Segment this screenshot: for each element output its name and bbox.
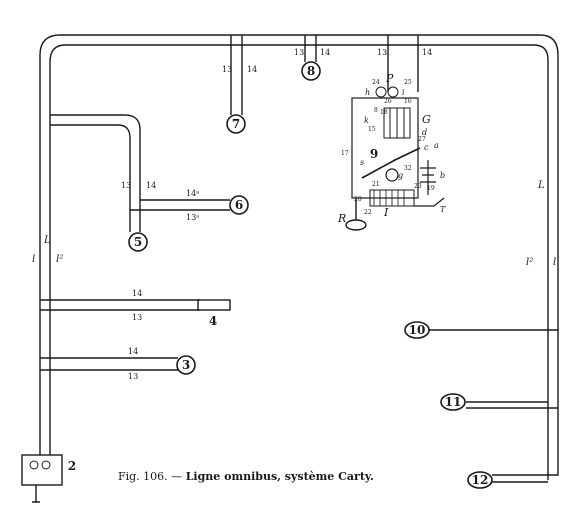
station-11-circle: [440, 393, 466, 411]
hook-lever: [361, 147, 421, 179]
station-8-circle: [301, 61, 321, 81]
apparatus-label-16: 16: [404, 98, 412, 105]
apparatus-label-G: G: [422, 113, 431, 126]
station-label-5: 5: [134, 235, 142, 249]
station-3-circle: [176, 355, 196, 375]
apparatus-label-c: c: [424, 143, 429, 152]
station-10-circle: [404, 321, 430, 339]
caption-dash: —: [167, 470, 186, 483]
wire-label-14-b3: 14: [128, 347, 138, 356]
line-label-L-left: L: [43, 235, 51, 246]
apparatus-label-24: 24: [372, 79, 380, 86]
apparatus-label-25: 25: [404, 79, 412, 86]
station-label-6: 6: [235, 198, 243, 212]
apparatus-label-8: 8: [374, 107, 378, 114]
battery-b: [420, 160, 436, 195]
branch-5: [50, 114, 141, 232]
station-label-7: 7: [232, 117, 240, 131]
apparatus-label-17: 17: [341, 150, 349, 157]
drop-9: [387, 35, 419, 92]
wire-label-13-top8: 13: [294, 48, 304, 57]
apparatus-label-P: P: [385, 72, 394, 85]
station-label-4: 4: [209, 314, 217, 328]
wire-label-14a: 14ᵃ: [186, 189, 199, 198]
apparatus-label-20: 20: [354, 196, 362, 203]
branch-6: [130, 199, 230, 211]
apparatus-label-R: R: [337, 212, 346, 225]
outer-line-inner: [49, 44, 549, 480]
apparatus-label-k: k: [364, 116, 369, 125]
station-12-circle: [467, 471, 493, 489]
drop-8: [304, 35, 317, 62]
branch-11: [466, 401, 558, 409]
apparatus-label-22: 22: [364, 209, 372, 216]
receiver-R: [345, 219, 367, 231]
outer-line-outer: [39, 34, 559, 476]
wire-label-14-top8: 14: [320, 48, 330, 57]
line-label-l-left: l: [32, 254, 35, 265]
wire-label-14-top9: 14: [422, 48, 432, 57]
station-label-9: 9: [370, 147, 378, 161]
wire-label-13a: 13ᵃ: [186, 213, 199, 222]
transmitter-T: [414, 197, 445, 207]
apparatus-label-T: T: [440, 205, 446, 214]
station-5-circle: [128, 232, 148, 252]
station-label-12: 12: [472, 473, 489, 487]
wire-label-13-b5: 13: [121, 181, 131, 190]
apparatus-9-frame: [351, 97, 419, 199]
bell-P-left: [375, 86, 387, 98]
station-label-11: 11: [445, 395, 462, 409]
drop-7: [230, 35, 243, 115]
station-4-box: [197, 299, 231, 311]
wire-label-14-b5: 14: [146, 181, 156, 190]
apparatus-label-18: 18: [380, 109, 388, 116]
station-label-8: 8: [307, 64, 315, 78]
apparatus-label-21: 21: [372, 181, 380, 188]
wire-label-13-top7: 13: [222, 65, 232, 74]
apparatus-label-15: 15: [368, 126, 376, 133]
caption-fig-number: Fig. 106.: [118, 470, 168, 483]
apparatus-2-box: [21, 454, 63, 486]
line-label-L-right: L: [537, 180, 545, 191]
apparatus-label-h: h: [365, 88, 370, 97]
apparatus-label-b: b: [440, 171, 445, 180]
apparatus-label-a: a: [434, 141, 439, 150]
station-label-10: 10: [409, 323, 426, 337]
station-label-2: 2: [68, 459, 76, 473]
apparatus-label-32: 32: [404, 165, 412, 172]
branch-3: [40, 357, 178, 371]
bell-P-right: [387, 86, 399, 98]
apparatus-label-23: 23: [414, 183, 422, 190]
wire-label-13-top9: 13: [377, 48, 387, 57]
line-label-l2-left: l²: [56, 254, 63, 265]
station-label-3: 3: [182, 358, 190, 372]
branch-4: [40, 299, 200, 311]
apparatus-label-i: i: [402, 88, 405, 97]
apparatus-label-27: 27: [418, 136, 426, 143]
line-label-l2-right: l²: [526, 257, 533, 268]
apparatus-label-d: d: [422, 128, 427, 137]
station-7-circle: [226, 114, 246, 134]
line-label-l-right: l: [553, 257, 556, 268]
branch-12: [492, 474, 548, 483]
apparatus-label-19: 19: [427, 185, 435, 192]
figure-caption: Fig. 106. — Ligne omnibus, système Carty…: [118, 470, 374, 483]
apparatus-label-s: s: [360, 158, 364, 167]
wire-label-13-b4: 13: [132, 313, 142, 322]
wire-label-14-top7: 14: [247, 65, 257, 74]
wire-label-14-b4: 14: [132, 289, 142, 298]
caption-title: Ligne omnibus, système Carty.: [185, 470, 374, 483]
wire-label-13-b3: 13: [128, 372, 138, 381]
apparatus-label-g: g: [398, 171, 403, 180]
apparatus-label-I: I: [383, 206, 389, 219]
station-6-circle: [229, 195, 249, 215]
apparatus-label-26: 26: [384, 98, 392, 105]
